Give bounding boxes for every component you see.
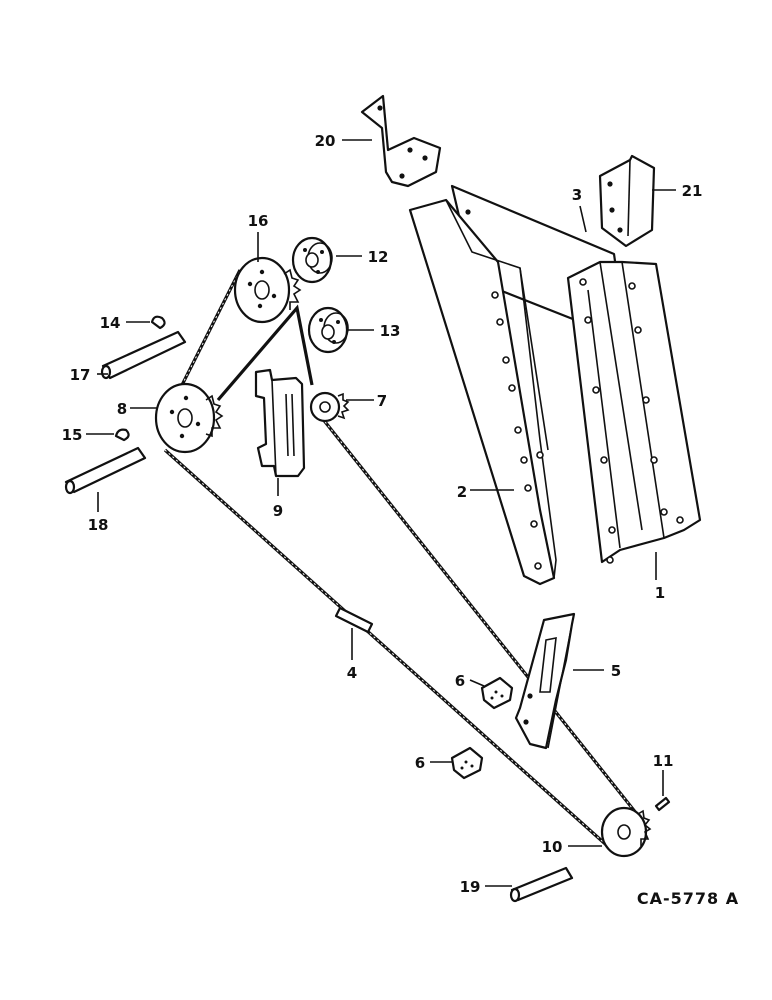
side-panel-part-2 <box>408 198 557 586</box>
shaft-part-19 <box>509 866 574 903</box>
callout-12: 12 <box>368 248 389 266</box>
callout-13: 13 <box>380 322 401 340</box>
callout-14: 14 <box>100 314 121 332</box>
tensioner-plate-part-5 <box>514 612 576 750</box>
callout-10: 10 <box>542 838 563 856</box>
channel-panel-part-1 <box>566 260 702 564</box>
callout-4: 4 <box>347 664 357 682</box>
bracket-part-9 <box>254 368 306 478</box>
callout-19: 19 <box>460 878 481 896</box>
reference-code: CA-5778 A <box>637 889 739 908</box>
chain-connecting-link <box>334 606 374 634</box>
callout-15: 15 <box>62 426 83 444</box>
panel-1-holes <box>579 278 684 564</box>
sprocket-part-7 <box>309 391 350 423</box>
callout-6-lower: 6 <box>415 754 425 772</box>
bracket-part-20 <box>360 94 442 188</box>
callout-3: 3 <box>572 186 582 204</box>
key-part-15 <box>114 428 130 442</box>
sprocket-part-16 <box>233 256 302 324</box>
idler-part-13 <box>307 306 349 354</box>
sprocket-part-8 <box>154 382 224 454</box>
shaft-part-17 <box>100 330 187 380</box>
sprocket-part-10 <box>600 806 652 858</box>
callout-8: 8 <box>117 400 127 418</box>
callout-11: 11 <box>653 752 674 770</box>
bracket-part-21 <box>598 154 656 248</box>
callout-17: 17 <box>70 366 91 384</box>
callout-labels: 1 2 3 4 5 6 6 7 8 9 10 11 12 13 14 15 16… <box>62 132 703 896</box>
leader-lines <box>86 139 676 887</box>
callout-21: 21 <box>682 182 703 200</box>
callout-1: 1 <box>655 584 665 602</box>
shaft-part-18 <box>64 446 147 495</box>
callout-18: 18 <box>88 516 109 534</box>
callout-7: 7 <box>377 392 387 410</box>
drive-chain <box>163 269 642 853</box>
roller-part-6-lower <box>450 746 484 780</box>
key-part-14 <box>150 315 166 330</box>
callout-9: 9 <box>273 502 283 520</box>
panel-2-holes <box>491 291 544 570</box>
callout-16: 16 <box>248 212 269 230</box>
idler-part-12 <box>291 236 333 284</box>
key-part-11 <box>654 796 671 812</box>
callout-6-upper: 6 <box>455 672 465 690</box>
callout-2: 2 <box>457 483 467 501</box>
callout-20: 20 <box>315 132 336 150</box>
callout-5: 5 <box>611 662 621 680</box>
roller-part-6-upper <box>480 676 514 710</box>
